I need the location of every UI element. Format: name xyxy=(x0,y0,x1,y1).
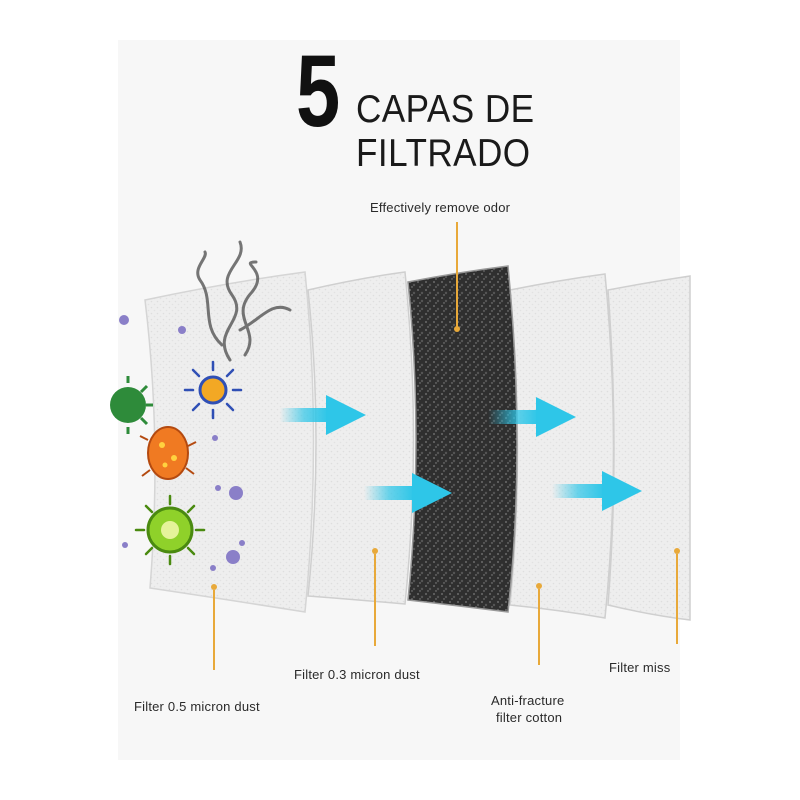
dot-layer4 xyxy=(536,583,542,589)
leader-odor xyxy=(456,222,458,328)
arrow-icon-3 xyxy=(488,397,576,437)
dot-layer2 xyxy=(372,548,378,554)
virus-icon-blue xyxy=(183,360,243,420)
filter-layer-2 xyxy=(307,271,415,605)
label-layer5-clip: Filter miss xyxy=(609,660,680,675)
virus-icon-darkgreen xyxy=(110,376,153,434)
label-odor: Effectively remove odor xyxy=(370,200,511,215)
arrow-icon-4 xyxy=(552,471,642,511)
label-layer5: Filter miss xyxy=(609,660,671,675)
label-layer4-line2: filter cotton xyxy=(496,710,563,725)
dot-odor xyxy=(454,326,460,332)
arrow-icon-2 xyxy=(364,473,452,513)
label-layer1: Filter 0.5 micron dust xyxy=(134,699,260,714)
filter-layer-4 xyxy=(509,273,615,619)
virus-icon-green xyxy=(134,494,206,566)
bacteria-icon-orange xyxy=(139,426,197,480)
label-layer2: Filter 0.3 micron dust xyxy=(294,667,420,682)
smoke-icon xyxy=(196,240,292,362)
leader-layer1 xyxy=(213,590,215,670)
leader-layer4 xyxy=(538,589,540,665)
leader-layer2 xyxy=(374,554,376,646)
dot-layer5 xyxy=(674,548,680,554)
label-layer4-line1: Anti-fracture xyxy=(491,693,565,708)
filter-layer-3-carbon xyxy=(407,265,518,613)
particle-icons xyxy=(119,315,245,571)
leader-layer5 xyxy=(676,554,678,644)
title-line-2: FILTRADO xyxy=(356,132,531,175)
title-line-1: CAPAS DE xyxy=(356,88,535,131)
dot-layer1 xyxy=(211,584,217,590)
title-number: 5 xyxy=(296,34,341,148)
arrow-icon-1 xyxy=(280,395,366,435)
